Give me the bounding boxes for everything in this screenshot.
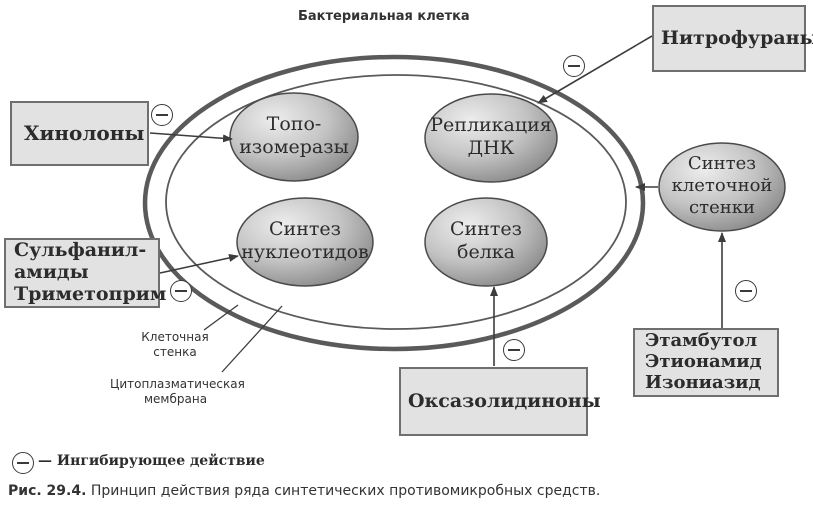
inhibition-icon-antituberculosis (735, 280, 757, 302)
inhibition-icon-nitrofurans (563, 55, 585, 77)
legend-text: — Ингибирующее действие (38, 453, 265, 469)
oval-protein-synthesis (424, 197, 548, 287)
arrow-sulfonamides (159, 254, 239, 274)
cell-title: Бактериальная клетка (298, 9, 470, 24)
figure-caption-text: Принцип действия ряда синтетических прот… (90, 483, 601, 499)
cell-wall-ellipse (142, 54, 646, 352)
inhibition-icon-sulfonamides (170, 280, 192, 302)
label-cytoplasmic-membrane: Цитоплазматическая мембрана (110, 377, 245, 406)
box-quinolones: Хинолоны (10, 101, 149, 166)
box-nitrofurans: Нитрофураны (652, 5, 813, 72)
label-cell-wall-synthesis: Синтез клеточной стенки (671, 153, 773, 218)
box-sulfonamides: Сульфанил- амиды Триметоприм (4, 238, 166, 308)
label-topoisomerase: Топо- изомеразы (239, 113, 349, 158)
leader-cell-wall (203, 304, 239, 331)
label-nucleotide-synthesis: Синтез нуклеотидов (241, 218, 369, 263)
label-cell-wall: Клеточная стенка (141, 330, 209, 359)
cytoplasmic-membrane-ellipse (165, 74, 627, 330)
figure-caption: Рис. 29.4. Принцип действия ряда синтети… (8, 483, 600, 499)
box-antituberculosis: Этамбутол Этионамид Изониазид (633, 328, 779, 397)
oval-dna-replication (424, 93, 558, 183)
legend-inhibition-icon (12, 452, 34, 474)
label-protein-synthesis: Синтез белка (450, 218, 522, 263)
arrow-quinolones (149, 132, 233, 143)
box-oxazolidinones: Оксазолидиноны (399, 367, 601, 436)
arrow-nitrofurans (537, 35, 653, 104)
inhibition-icon-quinolones (151, 104, 173, 126)
figure-caption-prefix: Рис. 29.4. (8, 483, 87, 499)
label-dna-replication: Репликация ДНК (430, 114, 552, 159)
leader-cytoplasmic-membrane (221, 305, 283, 373)
inhibition-icon-oxazolidinones (503, 339, 525, 361)
oval-cell-wall-synthesis (658, 142, 786, 232)
oval-nucleotide-synthesis (236, 197, 374, 287)
